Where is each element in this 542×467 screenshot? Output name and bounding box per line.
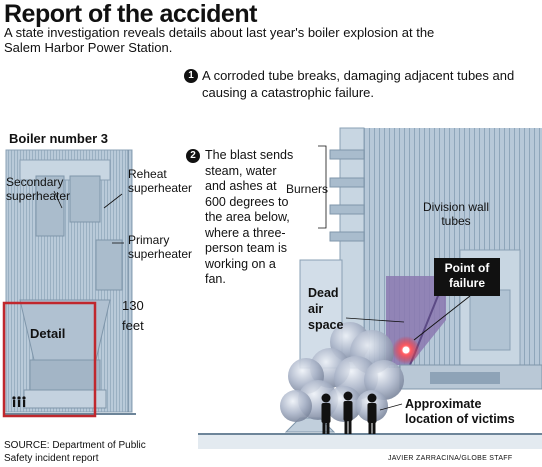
step-2-number-badge: 2: [186, 149, 200, 163]
primary-superheater-label: Primary superheater: [128, 233, 193, 261]
point-of-failure-label: Point of failure: [444, 261, 490, 290]
height-unit: feet: [122, 318, 144, 333]
blast-cloud: [280, 322, 404, 422]
division-wall-tubes-label: Division wall tubes: [422, 200, 490, 228]
staff-credit: JAVIER ZARRACINA/GLOBE STAFF: [388, 455, 513, 462]
intro-text: A state investigation reveals details ab…: [4, 25, 435, 55]
dead-air-space-label: Dead air space: [308, 286, 344, 332]
secondary-superheater-label: Secondary superheater: [6, 175, 71, 203]
step-1-text: A corroded tube breaks, damaging adjacen…: [202, 68, 515, 100]
boiler-overview-illustration: [4, 149, 136, 415]
step-1-number-badge: 1: [184, 69, 198, 83]
step-2: 2 The blast sends steam, water and ashes…: [186, 148, 296, 288]
point-of-failure-label-bg: [434, 258, 500, 296]
small-people-icon: [12, 396, 26, 407]
step-2-text: The blast sends steam, water and ashes a…: [205, 148, 294, 286]
victims-silhouettes-icon: [321, 391, 377, 434]
victims-location-label: Approximate location of victims: [405, 397, 515, 426]
boiler-heading: Boiler number 3: [9, 131, 108, 146]
source-note: SOURCE: Department of Public Safety inci…: [4, 440, 146, 464]
detail-cutaway-illustration: [198, 127, 542, 449]
detail-label: Detail: [30, 326, 66, 341]
step-1: 1 A corroded tube breaks, damaging adjac…: [184, 67, 524, 101]
height-value: 130: [122, 298, 144, 313]
page-title: Report of the accident: [4, 0, 257, 28]
detail-box: [2, 301, 97, 418]
reheat-superheater-label: Reheat superheater: [128, 167, 193, 195]
burners-label: Burners: [286, 182, 329, 196]
